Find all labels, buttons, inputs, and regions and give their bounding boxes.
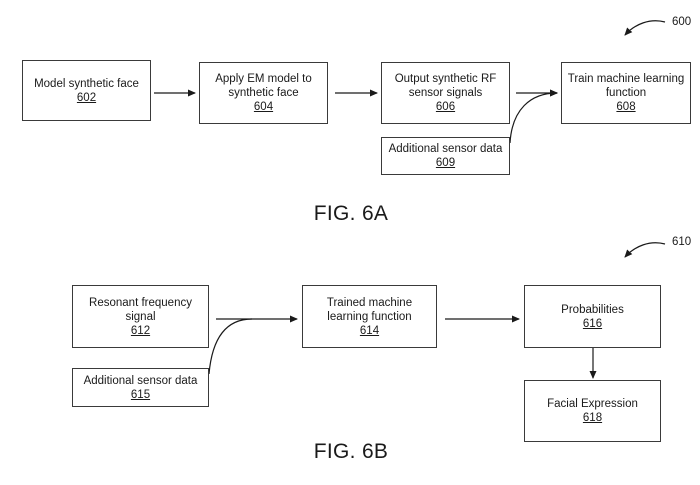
box-ref-number: 615 (130, 388, 151, 401)
box-facial-expression: Facial Expression 618 (524, 380, 661, 442)
box-probabilities: Probabilities 616 (524, 285, 661, 348)
box-additional-sensor-data-609: Additional sensor data 609 (381, 137, 510, 175)
box-label: Additional sensor data (83, 374, 198, 387)
box-label: Additional sensor data (388, 143, 503, 155)
figure-reference-number: 600 (672, 16, 692, 28)
box-label: Train machine learning function (567, 73, 685, 99)
box-ref-number: 618 (582, 412, 603, 424)
curved-arrow-615-to-614 (208, 318, 253, 375)
box-label: Trained machine learning function (326, 296, 413, 323)
reference-arrow-610 (624, 242, 666, 258)
box-label: Apply EM model to synthetic face (215, 73, 312, 99)
box-label: Resonant frequency signal (89, 296, 192, 323)
curved-arrow-609-to-608 (509, 89, 558, 144)
box-label: Output synthetic RF sensor signals (394, 73, 497, 99)
box-ref-number: 614 (359, 324, 380, 337)
box-apply-em-model: Apply EM model to synthetic face 604 (199, 62, 328, 124)
box-label: Facial Expression (547, 398, 638, 410)
box-output-synthetic-rf-signals: Output synthetic RF sensor signals 606 (381, 62, 510, 124)
box-ref-number: 616 (582, 317, 603, 330)
reference-arrow-600 (624, 20, 666, 36)
box-model-synthetic-face: Model synthetic face 602 (22, 60, 151, 121)
box-ref-number: 609 (435, 157, 456, 169)
box-label: Model synthetic face (34, 77, 139, 90)
figure-caption: FIG. 6B (313, 440, 389, 463)
box-ref-number: 606 (435, 101, 456, 113)
box-resonant-frequency-signal: Resonant frequency signal 612 (72, 285, 209, 348)
box-ref-number: 612 (130, 324, 151, 337)
figure-caption: FIG. 6A (313, 202, 389, 225)
figure-reference-number: 610 (672, 236, 692, 248)
box-train-ml-function: Train machine learning function 608 (561, 62, 691, 124)
box-additional-sensor-data-615: Additional sensor data 615 (72, 368, 209, 407)
box-ref-number: 602 (76, 91, 97, 104)
box-label: Probabilities (561, 303, 624, 316)
box-trained-ml-function: Trained machine learning function 614 (302, 285, 437, 348)
box-ref-number: 604 (253, 101, 274, 113)
box-ref-number: 608 (616, 101, 636, 113)
